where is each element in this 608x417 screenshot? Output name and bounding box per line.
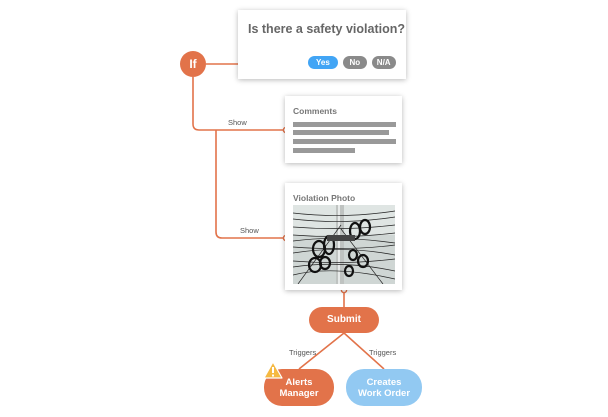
comments-text-line: [293, 122, 396, 127]
workorder-line-2: Work Order: [357, 387, 411, 399]
connector-if-to-photo: [215, 130, 285, 239]
workorder-line-1: Creates: [366, 376, 402, 388]
violation-photo-card[interactable]: Violation Photo: [285, 183, 402, 290]
edge-label-show-comments: Show: [228, 118, 247, 127]
creates-work-order-node[interactable]: Creates Work Order: [346, 369, 422, 406]
answer-options: Yes No N/A: [308, 56, 396, 69]
alerts-line-2: Manager: [279, 387, 319, 399]
connector-submit-to-workorder: [343, 332, 385, 370]
comments-text-line: [293, 130, 389, 135]
edge-label-show-photo: Show: [240, 226, 259, 235]
comments-title: Comments: [293, 106, 337, 116]
comments-text-line: [293, 139, 396, 144]
edge-label-triggers-workorder: Triggers: [369, 348, 397, 357]
warning-icon: [263, 361, 283, 379]
connector-submit-to-alerts: [298, 332, 345, 370]
edge-label-triggers-alerts: Triggers: [289, 348, 317, 357]
answer-no-button[interactable]: No: [342, 56, 367, 69]
if-condition-node[interactable]: If: [180, 51, 206, 77]
question-card: Is there a safety violation? Yes No N/A: [238, 10, 406, 79]
comments-card[interactable]: Comments: [285, 96, 402, 163]
comments-text-line: [293, 148, 355, 153]
answer-na-button[interactable]: N/A: [371, 56, 396, 69]
submit-button[interactable]: Submit: [309, 307, 379, 333]
answer-yes-button[interactable]: Yes: [308, 56, 338, 69]
connector-if-to-comments: [192, 77, 285, 131]
alerts-line-1: Alerts: [285, 376, 313, 388]
photo-title: Violation Photo: [293, 193, 356, 203]
question-text: Is there a safety violation?: [248, 22, 405, 36]
utility-pole-photo: [293, 205, 395, 284]
